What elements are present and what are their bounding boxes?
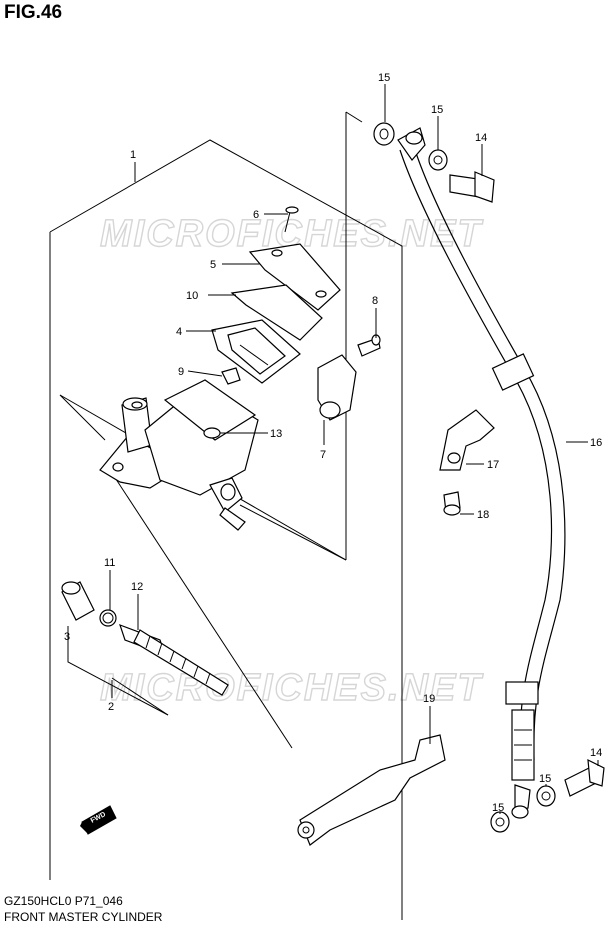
forward-marker: FWD — [80, 805, 117, 835]
clamp-and-bolt — [317, 334, 381, 421]
callout-6: 6 — [253, 209, 259, 221]
callout-9: 9 — [178, 366, 184, 378]
callout-11: 11 — [104, 557, 115, 569]
diagram-name: FRONT MASTER CYLINDER — [4, 910, 163, 924]
callout-18: 18 — [477, 509, 489, 521]
piston-kit — [61, 581, 229, 716]
watermark-bottom: MICROFICHES.NET — [100, 667, 483, 709]
reservoir-stack — [211, 206, 341, 385]
callout-4: 4 — [176, 326, 182, 338]
assembly-frame — [49, 111, 403, 920]
hose-clamp — [439, 409, 495, 516]
callout-15-bottom-left: 15 — [492, 802, 504, 814]
leader-lines — [67, 84, 599, 814]
callout-7: 7 — [320, 449, 326, 461]
callout-14-top: 14 — [475, 132, 487, 144]
union-bolts — [449, 171, 605, 797]
callout-14-bottom: 14 — [590, 747, 602, 759]
callout-2: 2 — [108, 701, 114, 713]
callout-5: 5 — [210, 259, 216, 271]
callout-10: 10 — [186, 290, 198, 302]
callout-13: 13 — [270, 428, 282, 440]
brake-hose — [397, 127, 566, 819]
figure-title: FIG.46 — [4, 2, 63, 23]
callout-3: 3 — [64, 631, 70, 643]
washers — [373, 122, 556, 833]
callouts: 1 2 3 4 5 6 7 8 9 10 11 12 13 14 14 15 1… — [64, 72, 602, 814]
model-code: GZ150HCL0 P71_046 — [4, 894, 123, 908]
callout-8: 8 — [372, 295, 378, 307]
callout-17: 17 — [487, 459, 499, 471]
callout-12: 12 — [131, 581, 143, 593]
callout-1: 1 — [130, 149, 136, 161]
callout-15-bottom-right: 15 — [539, 773, 551, 785]
master-cylinder-body — [99, 379, 259, 531]
callout-15-top-right: 15 — [431, 104, 443, 116]
callout-15-top-left: 15 — [378, 72, 390, 84]
callout-16: 16 — [590, 437, 602, 449]
callout-19: 19 — [423, 693, 435, 705]
hose-bracket — [297, 734, 446, 846]
